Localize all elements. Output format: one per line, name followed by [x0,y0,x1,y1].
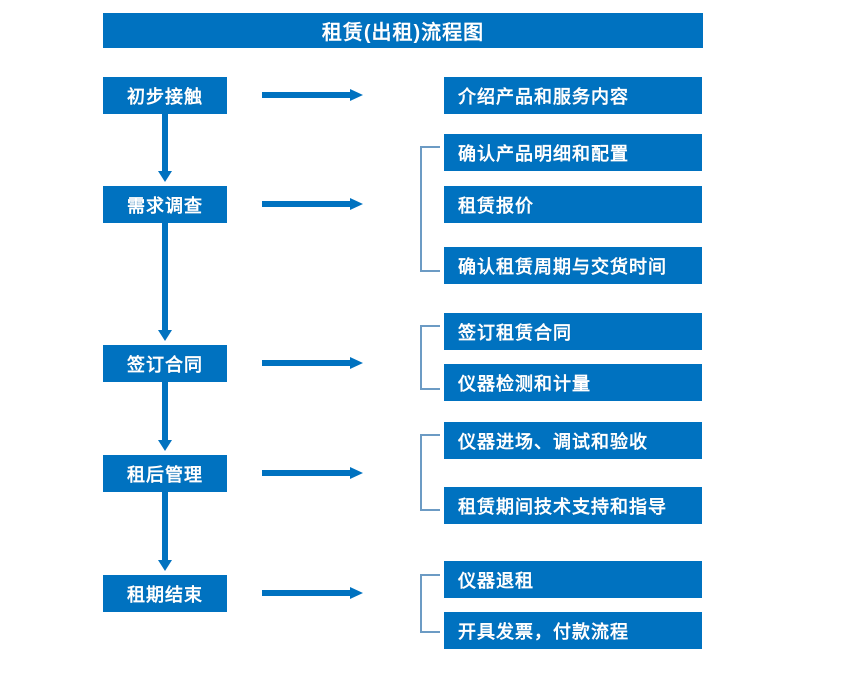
stage-box-2[interactable]: 需求调查 [103,186,227,223]
horizontal-arrow-icon-2 [262,198,363,210]
group-bracket-icon-1 [420,146,440,272]
group-bracket-icon-2 [420,325,440,390]
detail-box-10[interactable]: 开具发票，付款流程 [444,612,702,649]
detail-box-7[interactable]: 仪器进场、调试和验收 [444,422,702,459]
stage-box-5[interactable]: 租期结束 [103,575,227,612]
vertical-arrow-icon-3 [158,382,172,451]
horizontal-arrow-icon-3 [262,357,363,369]
stage-box-1[interactable]: 初步接触 [103,77,227,114]
stage-box-4[interactable]: 租后管理 [103,455,227,492]
vertical-arrow-icon-1 [158,114,172,182]
detail-box-4[interactable]: 确认租赁周期与交货时间 [444,247,702,284]
horizontal-arrow-icon-5 [262,587,363,599]
detail-box-6[interactable]: 仪器检测和计量 [444,364,702,401]
detail-box-3[interactable]: 租赁报价 [444,186,702,223]
detail-box-2[interactable]: 确认产品明细和配置 [444,134,702,171]
group-bracket-icon-4 [420,574,440,633]
stage-box-3[interactable]: 签订合同 [103,345,227,382]
detail-box-9[interactable]: 仪器退租 [444,561,702,598]
detail-box-1[interactable]: 介绍产品和服务内容 [444,77,702,114]
flowchart-title: 租赁(出租)流程图 [103,13,703,48]
detail-box-8[interactable]: 租赁期间技术支持和指导 [444,487,702,524]
horizontal-arrow-icon-4 [262,467,363,479]
detail-box-5[interactable]: 签订租赁合同 [444,313,702,350]
group-bracket-icon-3 [420,434,440,511]
horizontal-arrow-icon-1 [262,89,363,101]
vertical-arrow-icon-2 [158,223,172,341]
vertical-arrow-icon-4 [158,492,172,571]
